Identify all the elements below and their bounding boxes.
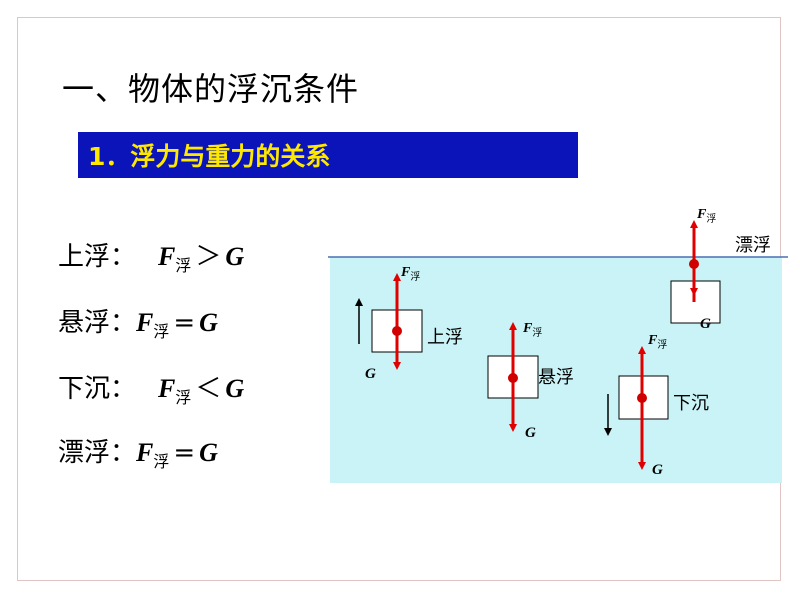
relation-symbol: = xyxy=(173,438,196,468)
gravity-symbol: G xyxy=(225,242,245,271)
gravity-symbol: G xyxy=(199,308,218,337)
rising-G-label: G xyxy=(365,366,376,382)
floating-center-dot xyxy=(689,259,699,269)
suspended-label: 悬浮 xyxy=(538,367,574,388)
subtitle-text: 1．浮力与重力的关系 xyxy=(88,142,331,171)
buoyancy-subscript: 浮 xyxy=(175,256,192,275)
condition-rising: 上浮： F浮＞G xyxy=(58,236,244,276)
buoyancy-symbol: F xyxy=(158,374,176,403)
condition-state: 下沉： xyxy=(58,374,137,404)
rising-center-dot xyxy=(392,326,402,336)
floating-G-label: G xyxy=(700,316,711,332)
buoyancy-symbol: F xyxy=(136,308,154,337)
floating-F-label: F浮 xyxy=(696,207,716,225)
condition-sinking: 下沉： F浮＜G xyxy=(58,368,244,408)
condition-suspended: 悬浮：F浮=G xyxy=(58,302,218,342)
sinking-G-label: G xyxy=(652,462,663,478)
suspended-G-label: G xyxy=(525,425,536,441)
subtitle-banner xyxy=(78,132,578,178)
suspended-center-dot xyxy=(508,373,518,383)
condition-floating: 漂浮：F浮=G xyxy=(58,432,218,472)
condition-state: 悬浮： xyxy=(58,308,137,338)
relation-symbol: = xyxy=(173,308,196,338)
condition-state: 漂浮： xyxy=(58,438,137,468)
relation-symbol: ＜ xyxy=(195,374,222,404)
floating-label: 漂浮 xyxy=(735,235,771,256)
gravity-symbol: G xyxy=(199,438,218,467)
buoyancy-subscript: 浮 xyxy=(153,452,170,471)
relation-symbol: ＞ xyxy=(195,242,222,272)
buoyancy-subscript: 浮 xyxy=(153,322,170,341)
rising-label: 上浮 xyxy=(427,327,463,348)
condition-state: 上浮： xyxy=(58,242,137,272)
page-title: 一、物体的浮沉条件 xyxy=(62,70,360,108)
suspended-F-label: F浮 xyxy=(522,321,542,339)
gravity-symbol: G xyxy=(225,374,245,403)
sinking-F-label: F浮 xyxy=(647,333,667,351)
sinking-label: 下沉 xyxy=(673,393,709,414)
rising-F-label: F浮 xyxy=(400,265,420,283)
buoyancy-symbol: F xyxy=(158,242,176,271)
buoyancy-subscript: 浮 xyxy=(175,388,192,407)
buoyancy-symbol: F xyxy=(136,438,154,467)
sinking-center-dot xyxy=(637,393,647,403)
